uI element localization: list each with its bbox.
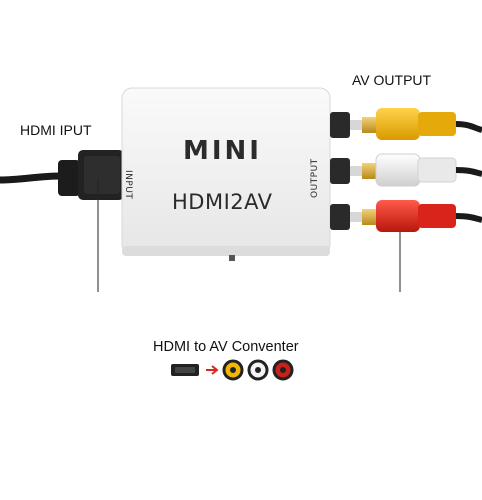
arrow-icon — [206, 365, 219, 375]
output-jacks — [330, 112, 350, 230]
device-model: HDMI2AV — [172, 190, 273, 214]
hdmi-input-label: HDMI IPUT — [20, 122, 92, 138]
output-port-label: OUTPUT — [310, 158, 320, 198]
device-brand: MINI — [183, 136, 262, 166]
input-port-label: INPUT — [123, 170, 133, 200]
converter-caption: HDMI to AV Conventer — [153, 339, 299, 355]
av-output-label: AV OUTPUT — [352, 72, 432, 88]
yellow-rca-plug — [350, 108, 482, 140]
legend-icons — [171, 359, 294, 381]
red-rca-plug — [350, 200, 482, 232]
hdmi-cable — [0, 150, 128, 200]
converter-box — [121, 87, 331, 261]
white-rca-plug — [350, 153, 482, 187]
